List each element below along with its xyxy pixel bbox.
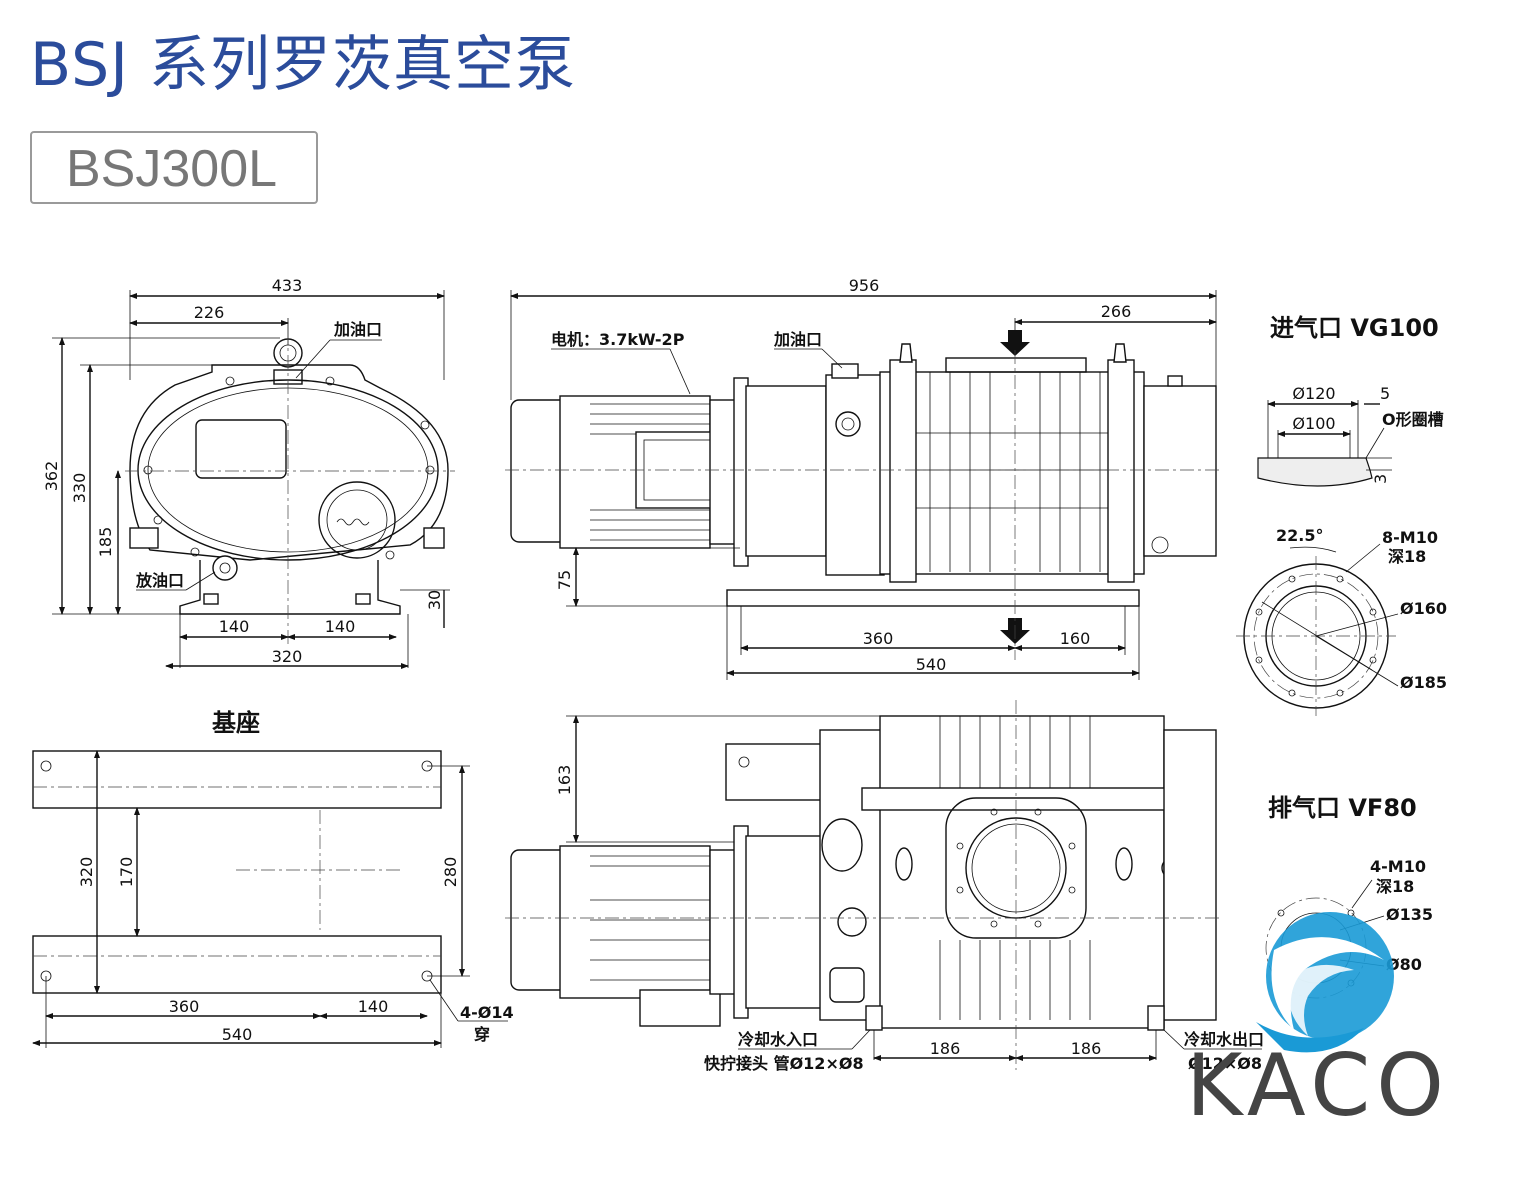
dim-140-left: 140 <box>219 617 250 636</box>
dim-30: 30 <box>425 590 444 610</box>
inlet-d120: Ø120 <box>1292 384 1335 403</box>
inlet-bolts: 8-M10 <box>1382 528 1438 547</box>
dim-75: 75 <box>555 570 574 590</box>
model-badge: BSJ300L <box>30 131 318 204</box>
dim-185: 185 <box>96 527 115 558</box>
inlet-angle: 22.5° <box>1276 526 1323 545</box>
label-coolant-in: 冷却水入口 <box>738 1030 818 1049</box>
dim-base-170: 170 <box>117 857 136 888</box>
dim-540-side: 540 <box>916 655 947 674</box>
dim-186-left: 186 <box>930 1039 961 1058</box>
dim-362: 362 <box>42 461 61 492</box>
label-coolant-out: 冷却水出口 <box>1184 1030 1264 1049</box>
dim-base-320: 320 <box>77 857 96 888</box>
inlet-groove-label: O形圈槽 <box>1382 410 1444 429</box>
inlet-depth: 深18 <box>1388 547 1426 566</box>
kaco-logo-mark <box>1256 912 1394 1053</box>
outlet-d80: Ø80 <box>1386 955 1422 974</box>
outlet-flange-detail: 排气口 VF80 4-M10 深18 Ø135 Ø80 <box>1265 794 1433 999</box>
top-view: 163 <box>505 700 1264 1073</box>
label-coolant-in-spec: 快拧接头 管Ø12×Ø8 <box>704 1054 864 1073</box>
side-view: 956 266 <box>505 276 1222 680</box>
label-base-holes: 4-Ø14 <box>460 1003 514 1022</box>
dim-base-280: 280 <box>441 857 460 888</box>
inlet-groove-depth: 3 <box>1371 474 1390 484</box>
inlet-groove-width: 5 <box>1380 384 1390 403</box>
dim-330: 330 <box>70 473 89 504</box>
label-base-holes-note: 穿 <box>474 1025 490 1044</box>
label-oil-fill-front: 加油口 <box>333 320 382 339</box>
inlet-title: 进气口 VG100 <box>1270 314 1439 342</box>
dim-base-360: 360 <box>169 997 200 1016</box>
label-oil-drain: 放油口 <box>135 571 184 590</box>
label-oil-fill-side: 加油口 <box>773 330 822 349</box>
outlet-bolts: 4-M10 <box>1370 857 1426 876</box>
base-view: 基座 320 170 280 360 140 540 4-Ø14 穿 <box>32 709 514 1048</box>
dim-186-right: 186 <box>1071 1039 1102 1058</box>
dim-160-side: 160 <box>1060 629 1091 648</box>
dim-140-right: 140 <box>325 617 356 636</box>
dim-base-140: 140 <box>358 997 389 1016</box>
inlet-d100: Ø100 <box>1292 414 1335 433</box>
outlet-d135: Ø135 <box>1386 905 1433 924</box>
outlet-title: 排气口 VF80 <box>1268 794 1417 822</box>
dim-433: 433 <box>272 276 303 295</box>
model-label: BSJ300L <box>66 140 278 198</box>
label-motor: 电机：3.7kW-2P <box>551 330 685 349</box>
inlet-d160: Ø160 <box>1400 599 1447 618</box>
dim-163: 163 <box>555 765 574 796</box>
outlet-depth: 深18 <box>1376 877 1414 896</box>
kaco-logo-text: KACO <box>1186 1036 1450 1136</box>
inlet-d185: Ø185 <box>1400 673 1447 692</box>
dim-320: 320 <box>272 647 303 666</box>
front-view: 433 226 362 330 185 30 <box>42 276 455 669</box>
inlet-flange-detail: 进气口 VG100 Ø120 Ø100 5 O形圈槽 3 <box>1236 314 1447 716</box>
label-coolant-out-spec: Ø12×Ø8 <box>1188 1054 1262 1073</box>
dim-360-side: 360 <box>863 629 894 648</box>
page-title: BSJ 系列罗茨真空泵 <box>30 30 576 100</box>
dim-base-540: 540 <box>222 1025 253 1044</box>
base-title: 基座 <box>212 709 260 737</box>
dim-226: 226 <box>194 303 225 322</box>
dim-266: 266 <box>1101 302 1132 321</box>
dim-956: 956 <box>849 276 880 295</box>
